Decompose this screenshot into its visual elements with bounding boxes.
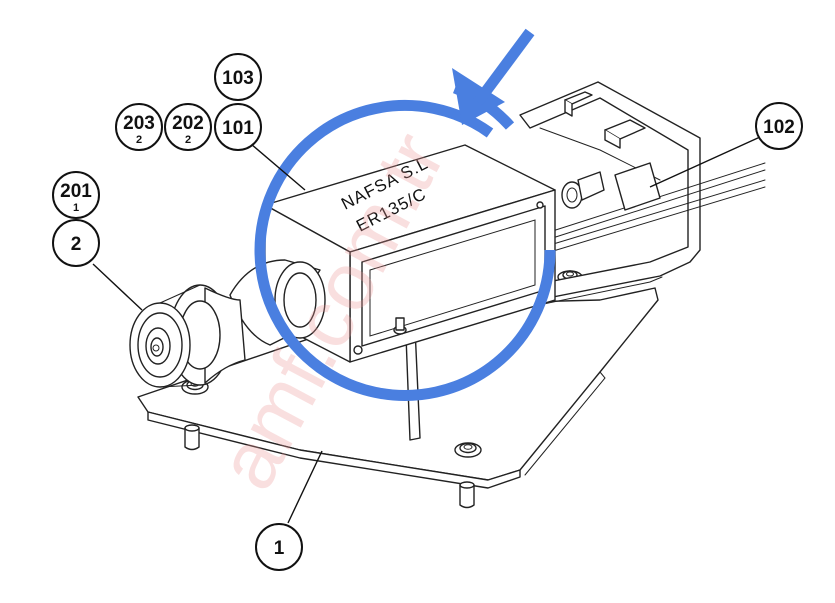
callout-203-number: 203	[123, 113, 155, 134]
callout-202: 202 2	[164, 103, 212, 151]
rotation-arrow-icon	[254, 28, 556, 401]
callout-202-number: 202	[172, 113, 204, 134]
callout-102: 102	[755, 102, 803, 150]
callout-103: 103	[214, 53, 262, 101]
callout-102-number: 102	[763, 117, 795, 138]
callout-202-quantity: 2	[185, 134, 191, 146]
callout-101: 101	[214, 103, 262, 151]
callout-2-number: 2	[71, 234, 82, 255]
callout-201-number: 201	[60, 181, 92, 202]
callout-201-quantity: 1	[73, 202, 79, 214]
callout-103-number: 103	[222, 68, 254, 89]
callout-1-number: 1	[274, 538, 285, 559]
plate-screw-right	[454, 442, 482, 458]
callout-2: 2	[52, 219, 100, 267]
callout-201: 201 1	[52, 171, 100, 219]
spool-pulley	[129, 284, 246, 388]
mounting-bracket	[404, 81, 766, 441]
callout-203-quantity: 2	[136, 134, 142, 146]
callout-101-number: 101	[222, 118, 254, 139]
leader-lines	[92, 136, 761, 524]
callout-1: 1	[255, 523, 303, 571]
callout-203: 203 2	[115, 103, 163, 151]
